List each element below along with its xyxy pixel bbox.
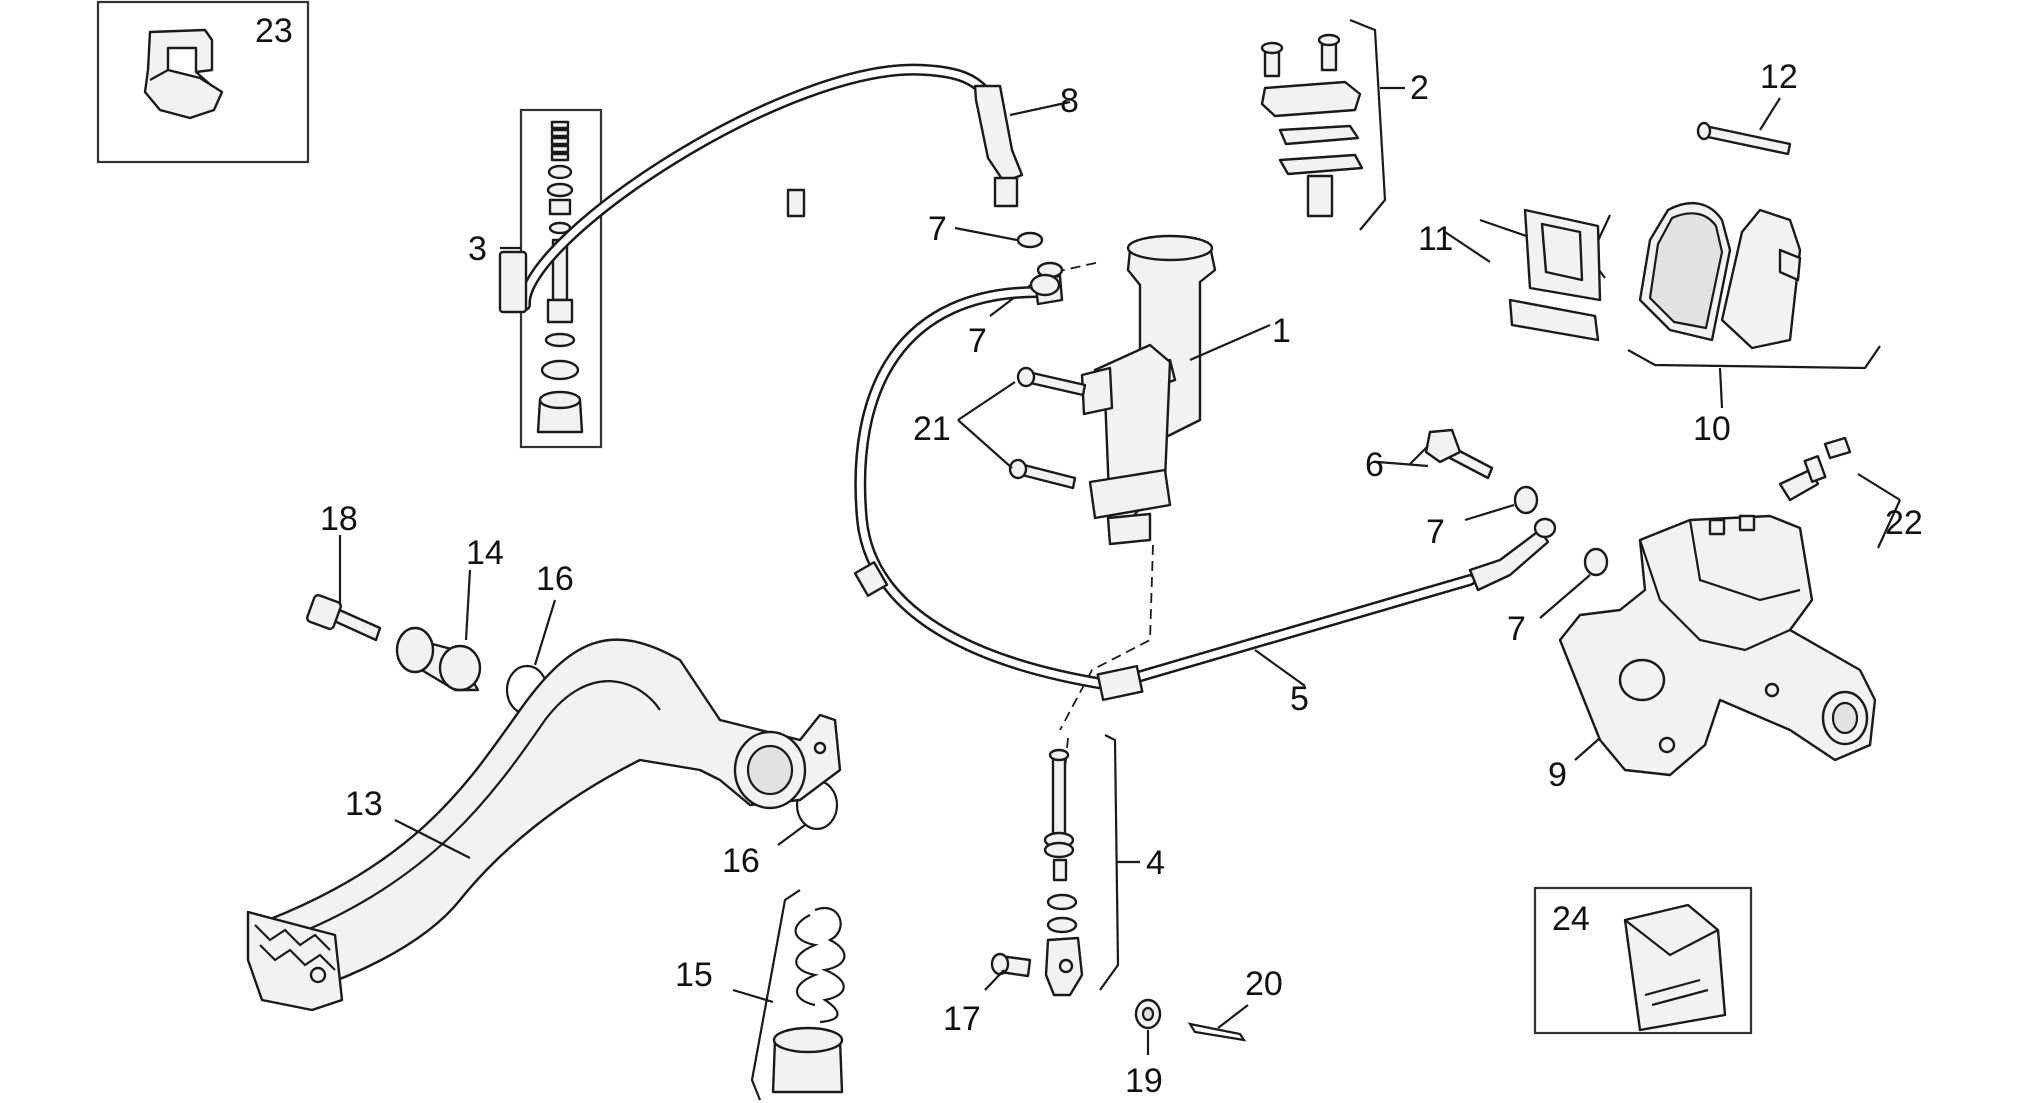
label-13: 13 bbox=[345, 785, 383, 823]
part-19-washer bbox=[1134, 998, 1162, 1055]
label-16-bottom: 16 bbox=[722, 842, 760, 880]
label-11: 11 bbox=[1418, 220, 1453, 258]
label-10: 10 bbox=[1693, 410, 1731, 448]
part-17-clevis-pin bbox=[984, 952, 1032, 991]
label-23: 23 bbox=[255, 12, 293, 50]
part-21-mounting-bolts bbox=[957, 366, 1087, 490]
label-16-top: 16 bbox=[536, 560, 574, 598]
part-23-hose-clip bbox=[96, 0, 310, 164]
label-20: 20 bbox=[1245, 965, 1283, 1003]
label-18: 18 bbox=[320, 500, 358, 538]
label-7-top: 7 bbox=[928, 210, 947, 248]
label-7-lower: 7 bbox=[1507, 610, 1526, 648]
label-9: 9 bbox=[1548, 756, 1567, 794]
part-4-push-rod bbox=[1043, 734, 1140, 997]
part-12-pad-pin bbox=[1696, 97, 1792, 156]
label-5: 5 bbox=[1290, 680, 1309, 718]
part-11-pad-spring bbox=[1444, 208, 1611, 342]
label-22: 22 bbox=[1885, 504, 1923, 542]
part-3-repair-kit bbox=[500, 108, 603, 449]
part-24-kit-box bbox=[1533, 886, 1753, 1035]
label-12: 12 bbox=[1760, 58, 1798, 96]
part-18-pivot-bolt bbox=[305, 535, 382, 642]
label-2: 2 bbox=[1410, 69, 1429, 107]
label-3: 3 bbox=[468, 230, 487, 268]
part-22-bleeder-valve bbox=[1778, 436, 1901, 549]
label-7-mid: 7 bbox=[968, 322, 987, 360]
part-20-split-pin bbox=[1187, 1004, 1249, 1042]
part-6-banjo-bolt bbox=[1377, 428, 1494, 480]
label-17: 17 bbox=[943, 1000, 981, 1038]
part-number-labels: 23 3 8 2 12 7 11 1 7 21 10 6 22 7 18 14 … bbox=[255, 12, 1923, 1100]
part-5-brake-hose bbox=[853, 273, 1557, 702]
label-19: 19 bbox=[1125, 1062, 1163, 1100]
part-8-sensor-cable bbox=[498, 63, 1071, 314]
label-4: 4 bbox=[1146, 844, 1165, 882]
part-10-brake-pads bbox=[1627, 202, 1881, 409]
label-14: 14 bbox=[466, 534, 504, 572]
part-15-spring-kit bbox=[732, 889, 846, 1101]
part-13-brake-pedal bbox=[246, 638, 842, 1012]
label-15: 15 bbox=[675, 956, 713, 994]
part-1-master-cylinder bbox=[1080, 234, 1271, 546]
part-2-reservoir-mount bbox=[1260, 18, 1405, 231]
part-14-bushing bbox=[395, 569, 482, 692]
label-8: 8 bbox=[1060, 82, 1079, 120]
label-6: 6 bbox=[1365, 446, 1384, 484]
label-21: 21 bbox=[913, 410, 951, 448]
label-1: 1 bbox=[1272, 312, 1291, 350]
part-9-brake-caliper bbox=[1558, 514, 1877, 777]
label-24: 24 bbox=[1552, 900, 1590, 938]
label-7-right: 7 bbox=[1426, 513, 1445, 551]
